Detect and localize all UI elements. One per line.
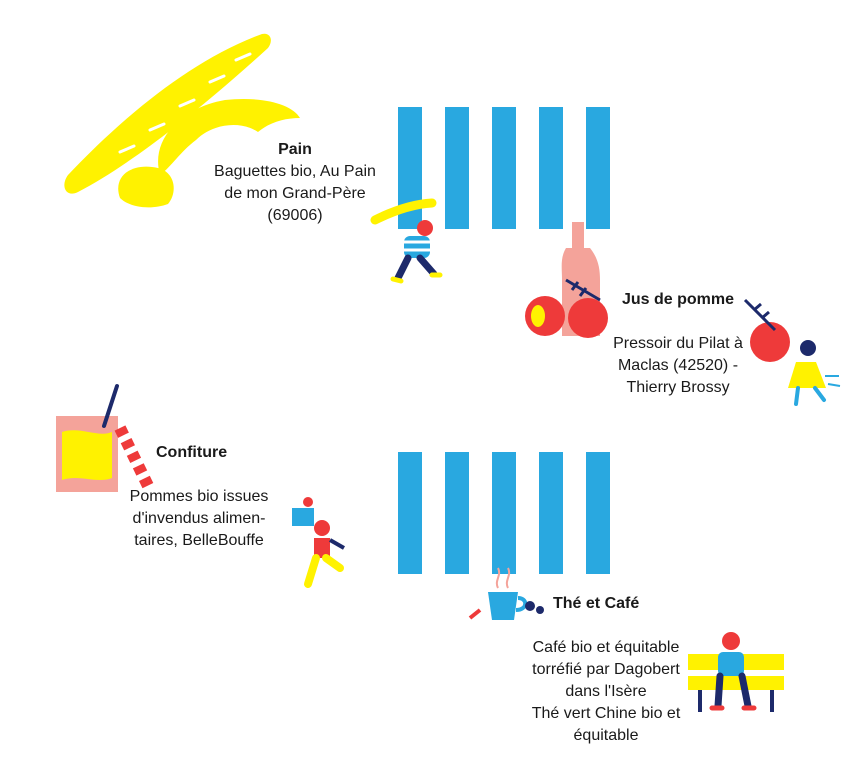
- crosswalk-bottom: [398, 452, 610, 574]
- person-icon: [370, 198, 443, 284]
- croissant-icon: [118, 98, 300, 208]
- jus-title: Jus de pomme: [621, 291, 735, 308]
- confiture-block: Confiture Pommes bio issues d'invendus a…: [108, 442, 290, 552]
- apple-icon: [525, 278, 790, 362]
- person-icon: [709, 632, 757, 711]
- jus-block: Jus de pomme Pressoir du Pilat à Maclas …: [592, 289, 764, 399]
- pain-body: Baguettes bio, Au Pain de mon Grand-Père…: [214, 163, 376, 224]
- person-icon: [788, 340, 841, 406]
- baguette-icon: [64, 33, 271, 194]
- pain-block: Pain Baguettes bio, Au Pain de mon Grand…: [190, 139, 400, 227]
- the-cafe-body: Café bio et équitable torréfié par Dagob…: [531, 639, 681, 744]
- crosswalk-top: [398, 107, 610, 229]
- person-icon: [292, 497, 345, 588]
- jus-body: Pressoir du Pilat à Maclas (42520) - Thi…: [613, 335, 743, 396]
- the-cafe-block: Thé et Café Café bio et équitable torréf…: [500, 593, 712, 747]
- jam-jar-icon: [56, 384, 156, 493]
- confiture-title: Confiture: [156, 444, 228, 461]
- cup-icon: [468, 567, 544, 620]
- confiture-body: Pommes bio issues d'invendus alimen- tai…: [129, 488, 269, 549]
- the-cafe-title: Thé et Café: [553, 595, 640, 612]
- pain-title: Pain: [278, 141, 312, 158]
